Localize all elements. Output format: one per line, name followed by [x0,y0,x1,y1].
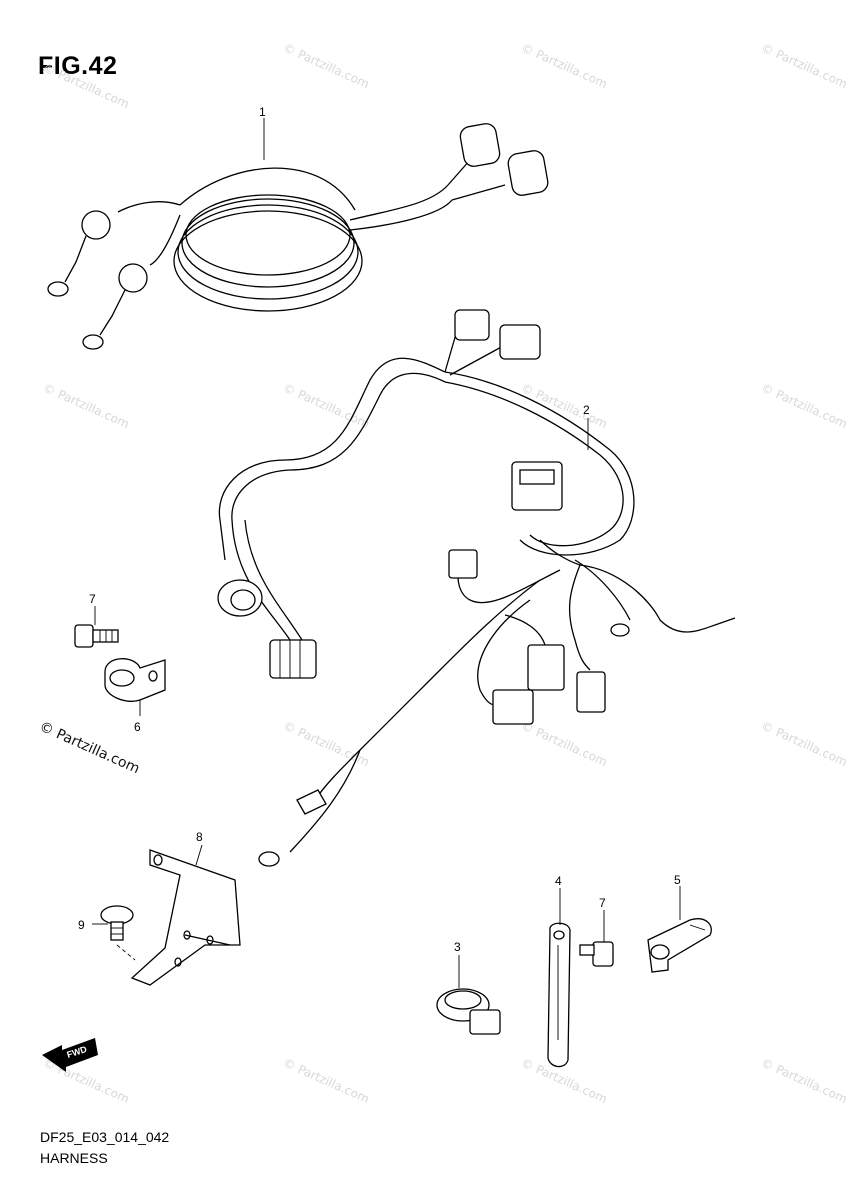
callout-4: 4 [555,874,562,888]
figure-code: DF25_E03_014_042 [40,1129,170,1145]
clamp-bracket-icon [104,658,166,702]
bolt-icon [74,624,119,648]
callout-2: 2 [583,403,590,417]
leader-line [195,844,203,866]
clip-icon [647,918,712,973]
callout-1: 1 [259,105,266,119]
bracket-icon [130,849,241,986]
callout-6: 6 [134,720,141,734]
callout-3: 3 [454,940,461,954]
callout-5: 5 [674,873,681,887]
callout-9: 9 [78,918,85,932]
fwd-arrow-icon: FWD [42,1038,98,1072]
callout-7: 7 [599,896,606,910]
band-icon [547,922,571,1068]
clamp-icon [436,988,501,1035]
main-harness-icon [217,309,736,867]
callout-8: 8 [196,830,203,844]
figure-name: HARNESS [40,1150,108,1166]
bolt-icon [579,941,614,967]
screw-icon [100,905,136,961]
figure-title: FIG.42 [38,52,118,80]
harness-coil-icon [47,123,549,350]
callout-7: 7 [89,592,96,606]
